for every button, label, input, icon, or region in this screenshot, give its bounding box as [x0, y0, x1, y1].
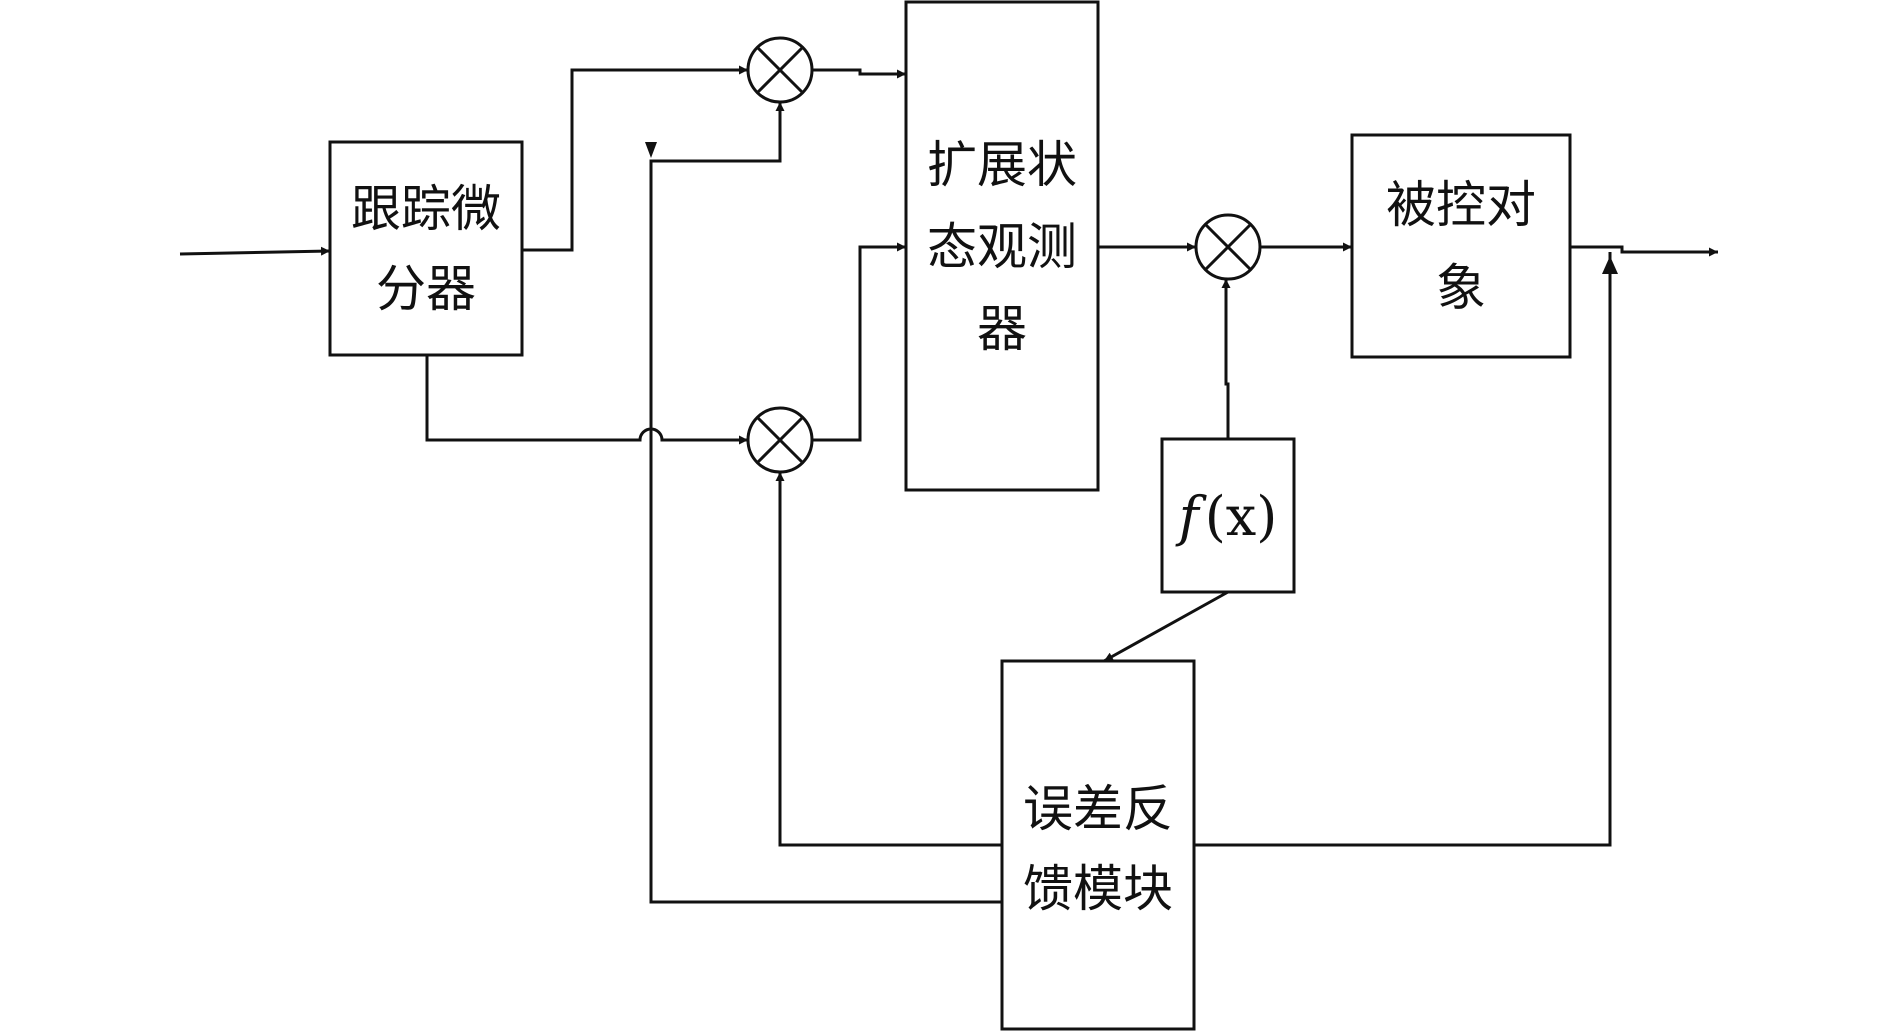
sum-junction-3	[1194, 213, 1262, 281]
error-feedback-block	[1000, 659, 1196, 1031]
fx-to-sum3-line	[1221, 279, 1231, 439]
upper-left-arrowhead	[645, 142, 657, 158]
eso-label-line-2: 态观测	[927, 218, 1077, 276]
sum1-to-eso-line	[812, 68, 906, 79]
plant-label-line-1: 被控对	[1386, 176, 1536, 234]
sum-junction-1	[746, 36, 814, 104]
efb-to-sum1-line	[649, 102, 1002, 904]
plant-feedback-arrowhead	[1602, 256, 1618, 274]
controlled-plant-block	[1350, 133, 1572, 359]
plant-label-line-2: 象	[1436, 259, 1486, 317]
fx-arguments: (x)	[1205, 485, 1278, 548]
eso-label-line-1: 扩展状	[927, 136, 1077, 194]
fx-to-efb-line	[1103, 590, 1229, 663]
efb-right-feedback-line	[1194, 252, 1612, 847]
input-arrow	[179, 246, 331, 256]
eso-label-line-3: 器	[977, 300, 1027, 358]
td-label-line-2: 分器	[376, 260, 476, 318]
sum-junction-2	[746, 406, 814, 474]
plant-output-arrow	[1570, 245, 1718, 257]
efb-to-sum2-line	[775, 472, 1002, 847]
tracking-differentiator-block	[328, 140, 524, 357]
td-upper-output-line	[522, 65, 748, 252]
td-lower-output-line	[425, 355, 748, 445]
efb-label-line-1: 误差反	[1023, 780, 1173, 838]
efb-label-line-2: 馈模块	[1023, 860, 1173, 918]
fx-label: f(x)	[1175, 485, 1278, 548]
td-label-line-1: 跟踪微	[351, 180, 501, 238]
sum2-to-eso-line	[812, 242, 906, 442]
fx-function-name: f	[1175, 485, 1207, 548]
